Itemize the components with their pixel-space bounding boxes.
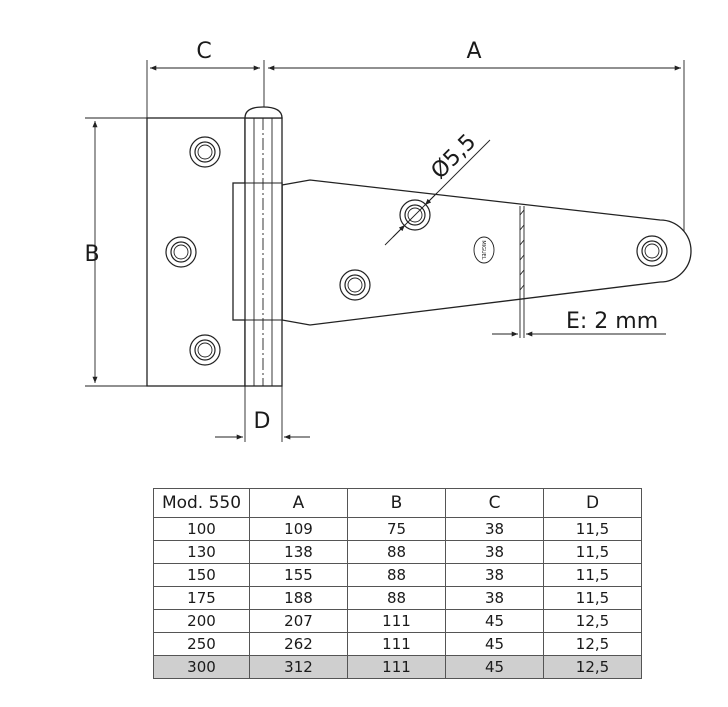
screw-hole-strap-2 (339, 269, 371, 301)
table-cell: 38 (445, 586, 544, 610)
hinge-drawing: C A B D (84, 39, 692, 442)
brand-logo-text: MIGUEL (480, 240, 486, 259)
table-cell: 262 (249, 632, 348, 656)
table-cell: 88 (347, 586, 446, 610)
brand-logo: MIGUEL (473, 236, 495, 264)
dimension-d-label: D (254, 409, 271, 434)
table-cell: 45 (445, 609, 544, 633)
table-cell: 175 (153, 586, 250, 610)
table-cell: 88 (347, 563, 446, 587)
hinge-strap-leaf: MIGUEL (281, 179, 692, 326)
hinge-left-plate (146, 117, 246, 387)
table-cell: 109 (249, 517, 348, 541)
table-cell: 38 (445, 563, 544, 587)
table-cell: 111 (347, 632, 446, 656)
table-cell: 250 (153, 632, 250, 656)
table-cell: 130 (153, 540, 250, 564)
table-row: 130 138 88 38 11,5 (153, 540, 642, 564)
table-cell: 188 (249, 586, 348, 610)
header-c: C (445, 488, 544, 518)
table-cell: 312 (249, 655, 348, 679)
table-cell: 11,5 (543, 517, 642, 541)
table-cell: 11,5 (543, 540, 642, 564)
table-cell: 38 (445, 540, 544, 564)
screw-hole-strap-end (636, 235, 668, 267)
table-cell: 38 (445, 517, 544, 541)
dimensions-table: Mod. 550 A B C D 100 109 75 38 11,5 130 … (153, 488, 642, 679)
table-cell: 207 (249, 609, 348, 633)
table-row-highlighted: 300 312 111 45 12,5 (153, 655, 642, 679)
header-a: A (249, 488, 348, 518)
table-cell: 150 (153, 563, 250, 587)
dimension-a-label: A (466, 39, 481, 64)
table-cell: 100 (153, 517, 250, 541)
table-cell: 45 (445, 655, 544, 679)
table-cell: 300 (153, 655, 250, 679)
table-row: 150 155 88 38 11,5 (153, 563, 642, 587)
header-b: B (347, 488, 446, 518)
table-cell: 138 (249, 540, 348, 564)
table-cell: 12,5 (543, 655, 642, 679)
thickness-callout: E: 2 mm (492, 296, 666, 338)
table-cell: 11,5 (543, 586, 642, 610)
table-cell: 111 (347, 655, 446, 679)
screw-hole-strap-1 (399, 199, 431, 231)
thickness-label: E: 2 mm (566, 309, 658, 334)
dimension-b: B (84, 117, 147, 387)
dimension-c-label: C (196, 39, 211, 64)
table-cell: 200 (153, 609, 250, 633)
screw-hole-bottom (189, 334, 221, 366)
table-cell: 155 (249, 563, 348, 587)
screw-hole-middle (165, 236, 197, 268)
table-cell: 88 (347, 540, 446, 564)
dimension-d: D (215, 386, 310, 442)
screw-hole-top (189, 136, 221, 168)
table-row: 100 109 75 38 11,5 (153, 517, 642, 541)
hinge-knuckle (232, 106, 283, 387)
table-cell: 12,5 (543, 609, 642, 633)
dimension-c: C (146, 39, 265, 118)
table-cell: 111 (347, 609, 446, 633)
table-header-row: Mod. 550 A B C D (153, 488, 642, 518)
table-row: 200 207 111 45 12,5 (153, 609, 642, 633)
table-cell: 75 (347, 517, 446, 541)
dimension-b-label: B (84, 242, 99, 267)
table-row: 175 188 88 38 11,5 (153, 586, 642, 610)
table-cell: 11,5 (543, 563, 642, 587)
dimension-a: A (268, 39, 685, 238)
header-model: Mod. 550 (153, 488, 250, 518)
table-cell: 45 (445, 632, 544, 656)
thickness-hatch (519, 209, 525, 291)
table-cell: 12,5 (543, 632, 642, 656)
table-row: 250 262 111 45 12,5 (153, 632, 642, 656)
header-d: D (543, 488, 642, 518)
